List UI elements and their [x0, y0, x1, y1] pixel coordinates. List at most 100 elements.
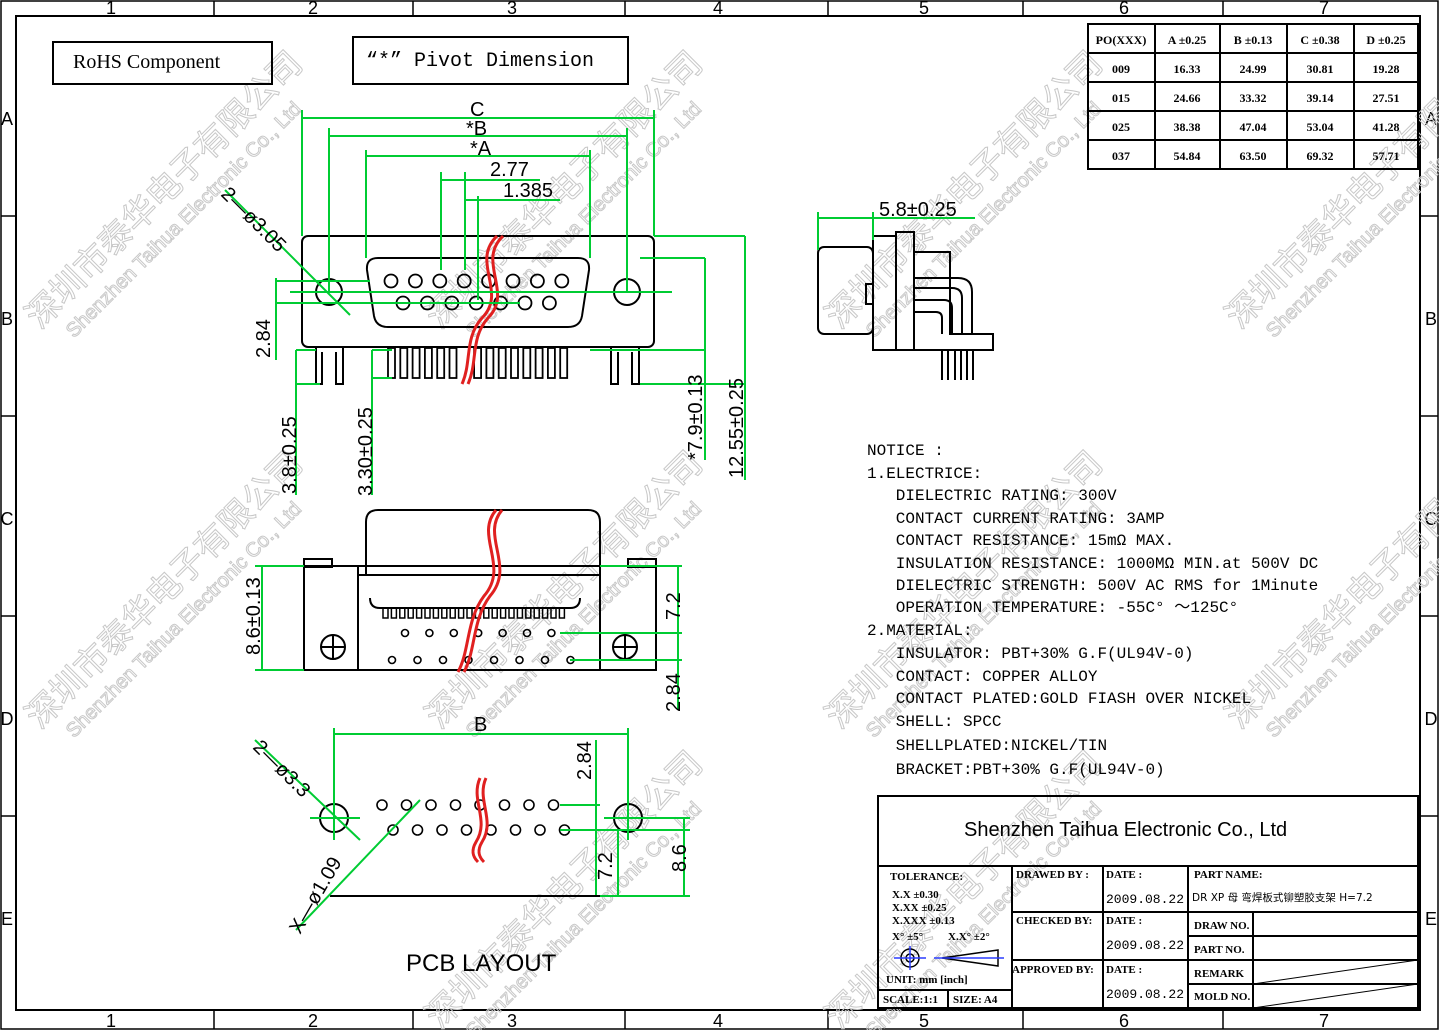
pcb-tail	[387, 347, 396, 379]
front-pin	[407, 273, 423, 289]
bottom-pin-dot	[400, 628, 410, 638]
col-label-bottom: 1	[106, 1011, 116, 1030]
notice-line: CONTACT: COPPER ALLOY	[867, 668, 1098, 686]
dim-b-pivot: *B	[466, 118, 487, 140]
dim-side-depth: 5.8±0.25	[879, 199, 957, 221]
dim-pcb-row-gap: 2.84	[574, 741, 596, 780]
dim-height-b: 12.55±0.25	[726, 378, 748, 478]
dim-mount-hole: 2—ø3.05	[216, 183, 290, 257]
date-drawn: 2009.08.22	[1106, 892, 1184, 907]
contact-slot	[491, 607, 498, 619]
part-no-label: PART NO.	[1194, 944, 1245, 956]
side-view: 5.8±0.25	[817, 199, 994, 380]
bottom-pin-dot	[547, 628, 556, 638]
remark-hatch	[1252, 959, 1419, 1009]
dim-row-gap: 2.84	[253, 319, 275, 358]
col-label-bottom: 7	[1319, 1011, 1329, 1030]
table-cell: 47.04	[1240, 120, 1267, 134]
rohs-box: RoHS Component	[52, 41, 273, 85]
approved-by-label: APPROVED BY:	[1012, 964, 1094, 976]
bottom-pin-dot	[515, 655, 524, 665]
pivot-label: “*” Pivot Dimension	[366, 50, 594, 73]
table-cell: 39.14	[1307, 91, 1334, 105]
row-label-left: D	[1, 709, 14, 729]
notice-line: 2.MATERIAL:	[867, 622, 973, 640]
notice-line: NOTICE :	[867, 442, 944, 460]
dim-pcb-width: 8.6	[669, 844, 691, 872]
dim-bottom-row-gap: 2.84	[663, 673, 685, 712]
pcb-tail	[436, 347, 446, 379]
pcb-tail	[399, 347, 409, 379]
boardlock-left	[315, 348, 344, 385]
col-label-bottom: 3	[507, 1011, 517, 1030]
bottom-insulator	[357, 566, 601, 670]
break-line-front	[460, 234, 505, 385]
side-pin-bend-1	[914, 277, 973, 334]
bottom-flange	[303, 565, 657, 671]
company-name: Shenzhen Taihua Electronic Co., Ltd	[964, 819, 1287, 841]
dim-a-pivot: *A	[470, 138, 492, 160]
pcb-pin-hole	[547, 799, 560, 811]
notice-line: CONTACT CURRENT RATING: 3AMP	[867, 510, 1165, 528]
notice-line: CONTACT PLATED:GOLD FIASH OVER NICKEL	[867, 690, 1251, 708]
contact-slot	[441, 607, 448, 619]
dim-leg-a: 3.8±0.25	[279, 416, 301, 494]
bottom-shell-top	[365, 509, 601, 575]
contact-slot	[466, 607, 473, 619]
date-approved: 2009.08.22	[1106, 987, 1184, 1002]
bottom-pin-dot	[498, 628, 507, 638]
pcb-pin-hole	[460, 824, 473, 836]
pcb-layout-title: PCB LAYOUT	[406, 950, 557, 977]
table-cell: 24.99	[1240, 62, 1267, 76]
side-bracket	[913, 251, 994, 351]
notice-line: SHELLPLATED:NICKEL/TIN	[867, 737, 1107, 755]
dim-half-pitch: 1.385	[503, 180, 553, 202]
tol-angle-2: X.X° ±2°	[948, 931, 990, 943]
col-label-bottom: 4	[713, 1011, 723, 1030]
col-label-top: 6	[1119, 0, 1129, 18]
tolerance-label: TOLERANCE:	[890, 871, 963, 883]
pcb-pin-hole	[411, 824, 424, 836]
dim-pcb-pin-off: 7.2	[595, 852, 617, 880]
bottom-pin-dot	[522, 628, 532, 638]
table-cell: 54.84	[1174, 149, 1201, 163]
dim-pcb-mount-hole: 2—ø3.3	[248, 736, 314, 802]
pcb-tail	[497, 347, 507, 379]
table-cell: 24.66	[1174, 91, 1201, 105]
date-label-2: DATE :	[1106, 915, 1142, 927]
pcb-tail	[534, 347, 544, 379]
row-label-right: E	[1425, 909, 1437, 929]
watermark-cn: 深圳市泰华电子有限公司	[819, 44, 1110, 335]
contact-slot	[558, 607, 566, 619]
dim-bottom-pin-off: 7.2	[663, 592, 685, 620]
tol-line-2: X.XX ±0.25	[892, 902, 947, 914]
pcb-tail	[485, 347, 495, 379]
row-label-left: E	[1, 909, 13, 929]
tol-line-1: X.X ±0.30	[892, 889, 939, 901]
row-label-left: A	[1, 109, 13, 129]
table-cell: 16.33	[1174, 62, 1201, 76]
draw-no-label: DRAW NO.	[1194, 920, 1250, 932]
notice-line: BRACKET:PBT+30% G.F(UL94V-0)	[867, 761, 1165, 779]
tol-angle-1: X° ±5°	[892, 931, 923, 943]
watermark-cn: 深圳市泰华电子有限公司	[419, 744, 710, 1030]
watermark-en: Shenzhen Taihua Electronic Co., Ltd	[62, 498, 306, 742]
dim-leg-b: 3.30±0.25	[355, 407, 377, 496]
bottom-pin-dot	[449, 628, 459, 638]
boardlock-right	[610, 348, 640, 385]
pcb-pin-hole	[498, 799, 511, 811]
contact-slot	[449, 607, 456, 619]
row-label-right: D	[1425, 709, 1438, 729]
notice-line: 1.ELECTRICE:	[867, 465, 982, 483]
table-header: D ±0.25	[1366, 33, 1405, 47]
size-label: SIZE: A4	[953, 994, 998, 1006]
table-header: B ±0.13	[1234, 33, 1273, 47]
watermark-cn: 深圳市泰华电子有限公司	[19, 44, 310, 335]
